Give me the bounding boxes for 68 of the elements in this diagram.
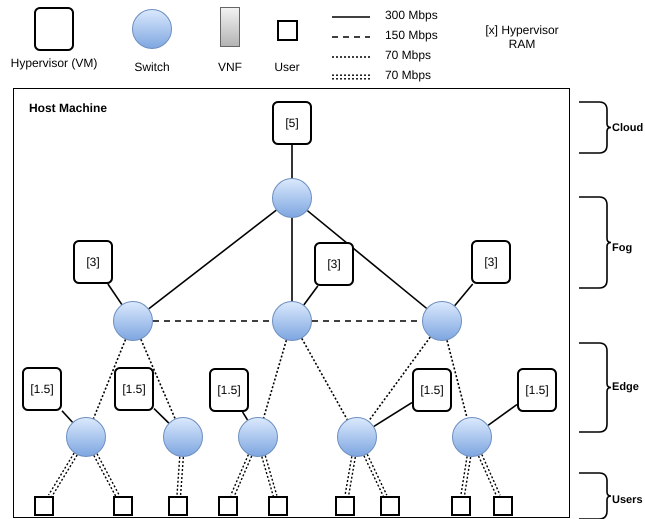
user-square: [168, 496, 188, 516]
connector-line: [306, 210, 428, 309]
connector-line: [61, 410, 74, 423]
connector-line: [230, 454, 252, 498]
legend-text: Switch: [133, 61, 171, 75]
user-square: [451, 496, 471, 516]
switch-circle: [113, 301, 153, 341]
switch-circle: [238, 417, 278, 457]
connector-line: [478, 454, 501, 498]
switch-circle: [272, 301, 312, 341]
connector-line: [261, 455, 278, 498]
switch-circle: [452, 417, 492, 457]
legend-text: 70 Mbps: [385, 69, 432, 83]
connector-line: [460, 456, 472, 497]
connector-line: [291, 218, 293, 301]
user-square: [335, 496, 355, 516]
connector-line: [454, 283, 474, 306]
tier-label: Users: [612, 494, 643, 507]
hypervisor-box: [1.5]: [412, 368, 452, 412]
hypervisor-box: [3]: [471, 240, 511, 284]
connector-line: [176, 456, 184, 497]
legend-text: 150 Mbps: [385, 29, 438, 43]
hypervisor-box: [3]: [73, 240, 113, 284]
user-square: [113, 496, 133, 516]
host-machine-frame: [13, 88, 570, 518]
connector-line: [368, 336, 431, 422]
connector-line: [303, 286, 318, 306]
connector-line: [93, 453, 120, 498]
hypervisor-box: [1.5]: [517, 368, 557, 412]
legend-text: Hypervisor (VM): [10, 57, 98, 71]
legend-text: 70 Mbps: [385, 49, 432, 63]
hypervisor-box: [1.5]: [209, 368, 249, 412]
connector-line: [301, 338, 348, 420]
frame-title: Host Machine: [29, 101, 108, 115]
hypervisor-box: [1.5]: [22, 367, 62, 411]
hypervisor-box: [1.5]: [114, 367, 154, 411]
legend-text: 300 Mbps: [385, 9, 438, 23]
hypervisor-box: [3]: [314, 242, 354, 286]
connector-line: [488, 404, 518, 426]
user-square: [268, 496, 288, 516]
connector-line: [446, 340, 468, 418]
connector-line: [92, 339, 126, 419]
connector-line: [262, 340, 288, 418]
switch-circle: [422, 301, 462, 341]
switch-circle: [337, 417, 377, 457]
switch-circle: [272, 178, 312, 218]
user-square: [380, 496, 400, 516]
user-square: [493, 496, 513, 516]
user-square: [34, 496, 54, 516]
legend-note: [x] Hypervisor RAM: [484, 24, 560, 52]
tier-label: Cloud: [612, 122, 644, 135]
tier-label: Fog: [612, 242, 632, 255]
connector-line: [242, 412, 248, 420]
connector-line: [374, 402, 412, 428]
hypervisor-box: [5]: [272, 101, 312, 145]
connector-line: [363, 454, 388, 498]
connector-line: [107, 284, 122, 305]
connector-line: [344, 456, 356, 497]
connector-line: [48, 452, 78, 498]
switch-circle: [66, 417, 106, 457]
tier-label: Edge: [612, 381, 639, 394]
user-square: [218, 496, 238, 516]
connector-line: [140, 339, 176, 419]
connector-line: [148, 210, 277, 310]
connector-line: [291, 145, 293, 178]
switch-circle: [163, 417, 203, 457]
connector-line: [153, 320, 272, 322]
connector-line: [153, 408, 170, 424]
